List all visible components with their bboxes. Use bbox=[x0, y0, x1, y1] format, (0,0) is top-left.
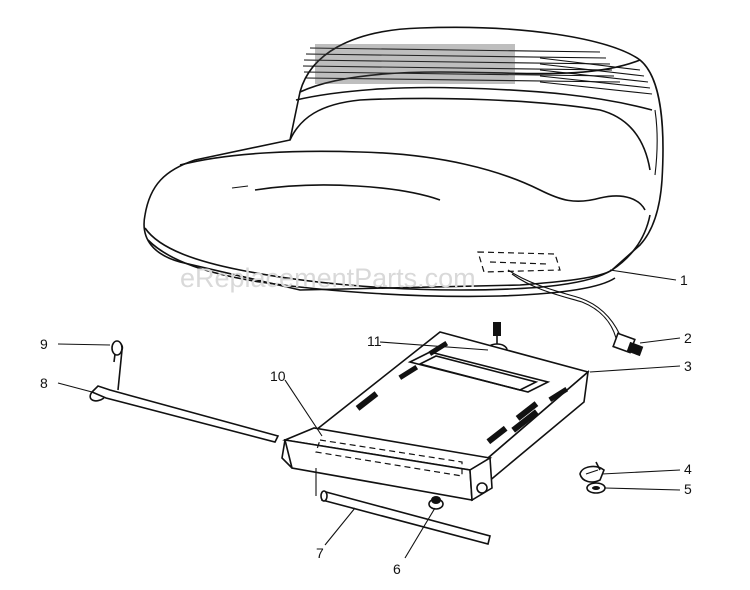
callout-2: 2 bbox=[684, 330, 692, 346]
clip-and-washer bbox=[579, 461, 606, 494]
callout-11: 11 bbox=[367, 333, 382, 349]
hinge-bracket bbox=[281, 427, 493, 502]
callout-4: 4 bbox=[684, 461, 692, 477]
lock-nut bbox=[428, 496, 444, 510]
watermark-text: eReplacementParts.com bbox=[180, 263, 476, 293]
callout-5: 5 bbox=[684, 481, 692, 497]
seat-switch-harness bbox=[507, 269, 644, 357]
adjustment-rod bbox=[89, 385, 280, 443]
callout-10: 10 bbox=[270, 368, 286, 384]
callout-9: 9 bbox=[40, 336, 48, 352]
callout-8: 8 bbox=[40, 375, 48, 391]
seat bbox=[143, 26, 664, 298]
leader-lines bbox=[57, 269, 681, 559]
callouts: 1 2 3 4 5 6 7 8 9 10 11 bbox=[40, 272, 692, 577]
callout-3: 3 bbox=[684, 358, 692, 374]
callout-6: 6 bbox=[393, 561, 401, 577]
hairpin-clip bbox=[111, 340, 124, 391]
backrest-ribs bbox=[302, 47, 653, 95]
callout-7: 7 bbox=[316, 545, 324, 561]
pivot-rod bbox=[320, 490, 491, 545]
callout-1: 1 bbox=[680, 272, 688, 288]
